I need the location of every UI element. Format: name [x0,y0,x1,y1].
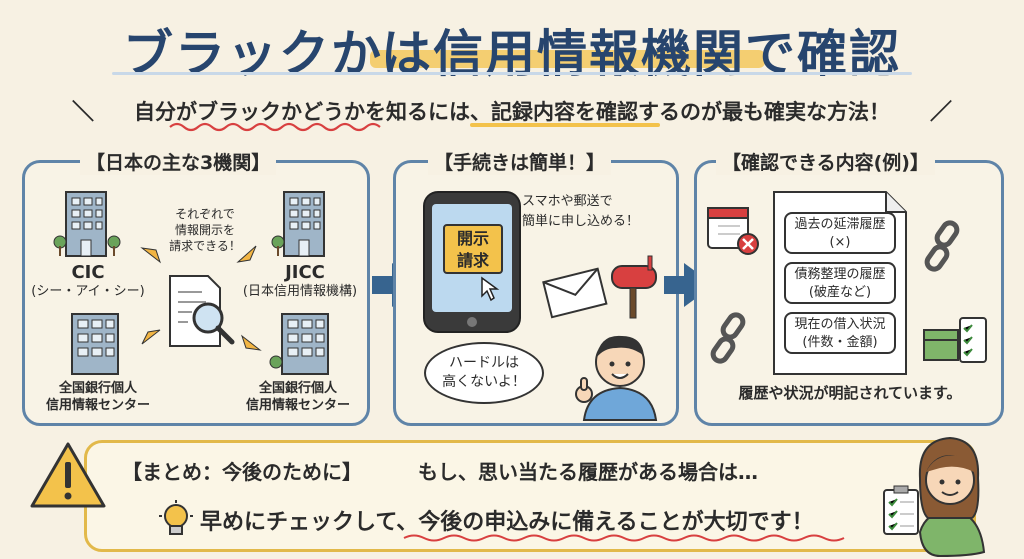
content-item-delinquency: 過去の延滞履歴 (×) [784,212,896,254]
lightbulb-icon [159,500,193,535]
jicc-building-icon [271,191,325,257]
title-underline [112,72,912,75]
document-magnifier-icon [169,275,235,347]
warning-icon [30,442,106,508]
contents-footer: 履歴や状況が明記されています。 [738,384,962,402]
kb-center-name-right: 全国銀行個人 信用情報センター [245,381,350,413]
summary-label: 【まとめ：今後のために】 [122,460,362,484]
bank-building-icon-right [269,313,329,375]
chain-icon-left [710,312,746,364]
content-item-debt-settlement: 債務整理の履歴 (破産など) [784,262,896,304]
jicc-full-name: (日本信用情報機構) [242,284,358,299]
cic-reading: (シー・アイ・シー) [31,284,145,299]
subtitle-underline-yellow [470,123,660,127]
woman-with-clipboard-icon [883,436,986,558]
summary-panel [84,440,976,552]
person-thumbs-up-icon [575,335,658,421]
emphasis-marks-right: ／ [930,100,953,125]
agencies-heading: 【日本の主な3機関】 [80,148,277,175]
chain-icon-right [924,220,960,272]
page-title: ブラックかは信用情報機関で確認 [123,25,901,83]
disclosure-request-label: 開示 請求 [443,224,503,274]
pointer-arrows [140,245,262,351]
flow-arrow-2-shaft [664,276,686,294]
application-method-note: スマホや郵送で 簡単に申し込める！ [522,194,640,229]
procedure-heading: 【手続きは簡単！】 [428,148,612,175]
content-item-current-loans: 現在の借入状況 (件数・金額) [784,312,896,354]
bank-building-icon-left [71,313,119,375]
jicc-name: JICC [285,262,325,283]
envelope-mailbox-icon [542,255,657,319]
calendar-x-icon [707,207,759,255]
subtitle: 自分がブラックかどうかを知るには、記録内容を確認するのが最も確実な方法！ [134,100,890,124]
emphasis-marks-left: ＼ [72,100,95,125]
summary-line-2: 早めにチェックして、今後の申込みに備えることが大切です！ [200,510,814,535]
money-checklist-icon [923,317,987,363]
subtitle-wavy-underline-red [169,122,381,132]
contents-heading: 【確認できる内容(例)】 [716,148,935,175]
disclosure-note: それぞれで 情報開示を 請求できる！ [169,207,241,253]
cic-name: CIC [71,262,105,283]
cic-building-icon [53,191,121,257]
flow-arrow-1-shaft [372,276,394,294]
summary-wavy-underline [403,534,845,542]
speech-bubble: ハードルは 高くないよ！ [424,342,544,404]
summary-line-1: もし、思い当たる履歴がある場合は… [418,460,758,484]
title-highlight [370,50,765,68]
kb-center-name-left: 全国銀行個人 信用情報センター [45,381,150,413]
